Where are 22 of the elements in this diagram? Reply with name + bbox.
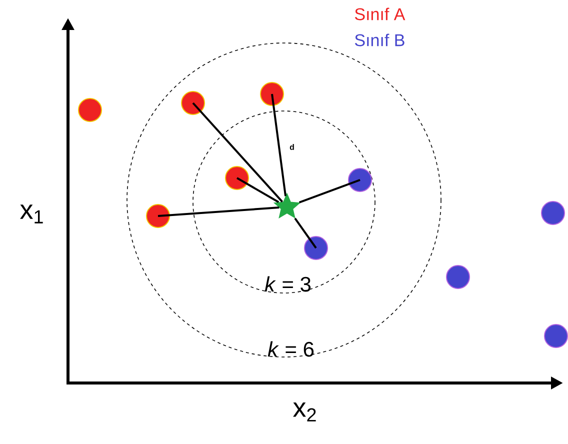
data-point [304,236,328,260]
legend-entry: Sınıf B [354,34,404,46]
legend-entry: Sınıf A [354,8,406,20]
data-point [260,82,284,106]
distance-label: d [290,144,294,150]
data-point [348,168,372,192]
radius-label: k = 6 [268,341,314,357]
connector-line [294,218,317,249]
connector-line [192,102,284,202]
data-point [225,166,249,190]
axis-label: x$_{2}$ [293,402,316,422]
connector-line [158,206,280,217]
axis-label: x$_{1}$ [20,204,43,224]
data-point [446,265,470,289]
data-point [541,201,565,225]
connector-line [298,179,360,204]
data-point [544,324,568,348]
data-point [146,204,170,228]
data-point [78,98,102,122]
connector-line [236,177,280,203]
radius-label: k = 3 [264,276,311,292]
data-point [181,91,205,115]
